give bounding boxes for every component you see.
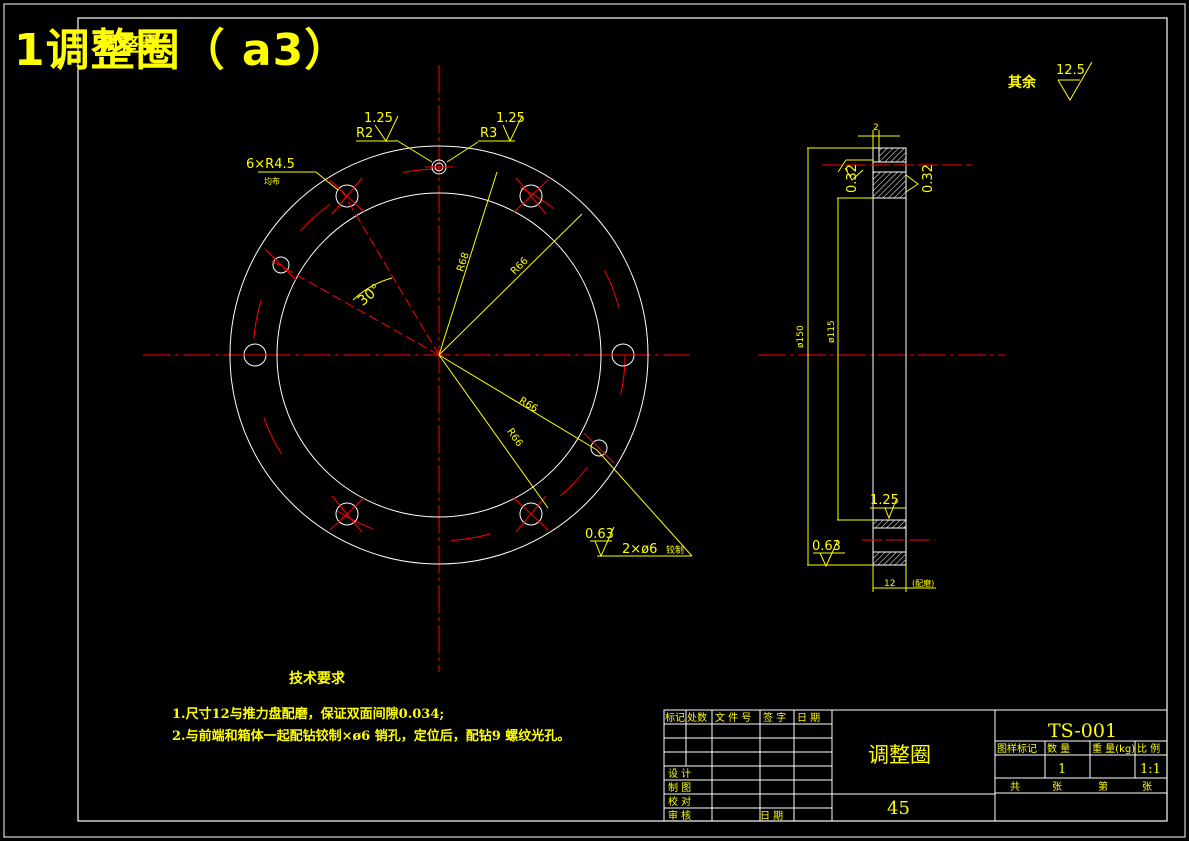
outer-circle [229,145,649,565]
drawing-frame [77,17,1168,822]
sheet-label: 第 [1098,780,1108,793]
part-name: 调整圈 [868,743,931,767]
sign-row: 设 计 [668,767,691,780]
rev-header: 文 件 号 [715,711,751,724]
quantity: 1 [1058,762,1066,777]
drawing-number: TS-001 [1048,720,1117,742]
r2-roughness: 1.25 [364,111,393,126]
sign-row: 制 图 [668,781,691,794]
attr-header: 数 量 [1047,742,1070,755]
page-title-overlay: 调整圈 [98,32,161,56]
sign-row: 审 核 [668,809,691,822]
radius-r66-a: R66 [509,256,531,278]
sign-row: 校 对 [668,795,691,808]
date-label: 日 期 [760,810,783,822]
hatch-bottom [872,519,907,529]
sheet-border [3,3,1186,838]
hatch-top-small [878,147,907,163]
radius-r66-c: R66 [504,427,524,449]
front-view [143,61,1093,672]
angle-label: 30° [355,281,384,309]
r2-label: R2 [356,126,373,141]
radius-r68: R68 [455,251,472,273]
side-view [758,130,1005,592]
sheet-label: 张 [1052,781,1062,793]
page-title-text: 1调整圈（ a3） [14,25,350,76]
r3-label: R3 [480,126,497,141]
bolt-hole [335,502,359,526]
side-roughness-mid: 1.25 [870,493,899,508]
pin-hole [590,439,608,457]
rest-roughness-value: 12.5 [1056,63,1085,78]
angle-ray [338,185,440,356]
pin-sub: 铰制 [666,544,684,556]
side-dim-outer: ø150 [796,325,806,348]
rev-header: 处数 [687,711,707,724]
r3-roughness: 1.25 [496,111,525,126]
bolt-holes [243,159,635,526]
tech-requirement-item: 2.与前端和箱体一起配钻铰制×ø6 销孔，定位后，配钻9 螺纹光孔。 [172,729,571,744]
side-dim-width: 12 [884,579,895,589]
material: 45 [887,798,910,819]
side-roughness-top: 0.32 [845,164,860,193]
bolt-hole [519,502,543,526]
holes-note: 6×R4.5 [246,157,295,172]
title-block [663,709,1168,822]
rest-roughness-label: 其余 [1008,75,1036,91]
side-roughness-top-right: 0.32 [921,164,936,193]
bolt-hole [519,184,543,208]
radius-dimensions [258,139,693,557]
hole-roughness: 0.63 [585,527,614,542]
pin-hole [272,256,290,274]
attr-header: 图样标记 [997,742,1037,755]
hole-center-marks [235,166,643,533]
hatch-bottom-2 [872,551,907,566]
side-roughness-bottom: 0.63 [812,539,841,554]
pin-note: 2×ø6 [622,542,657,557]
side-dimensions [807,130,936,592]
sheet-label: 张 [1142,781,1152,793]
radius-r66-b: R66 [517,395,540,415]
side-dim-top: 2 [873,123,879,133]
bolt-hole [335,184,359,208]
rev-header: 签 字 [763,711,786,724]
angle-ray [269,259,440,356]
scale: 1:1 [1140,762,1161,777]
page-title: 1调整圈（ a3） 调整圈 [14,14,349,78]
roughness-symbols [356,61,1093,558]
hatch-top [872,171,907,199]
sheet-label: 共 [1010,781,1020,793]
rev-header: 日 期 [797,712,820,724]
inner-circle [276,192,602,518]
tech-requirement-item: 1.尺寸12与推力盘配磨，保证双面间隙0.034; [172,707,445,722]
attr-header: 重 量(kg) [1092,742,1135,755]
side-dim-inner: ø115 [827,320,837,343]
side-dim-width-note: (配磨) [912,578,934,588]
rev-header: 标记 [665,712,685,724]
holes-sub: 均布 [264,176,280,186]
tech-requirements-title: 技术要求 [289,671,345,687]
attr-header: 比 例 [1137,742,1160,755]
